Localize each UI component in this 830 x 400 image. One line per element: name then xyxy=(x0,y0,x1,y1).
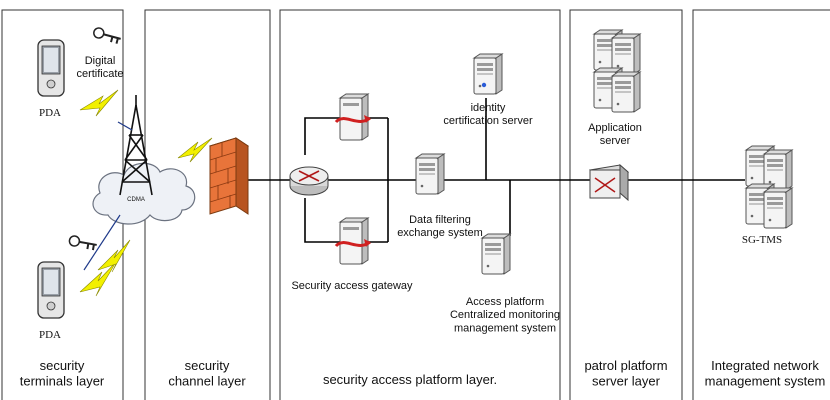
lightning-icon xyxy=(79,89,213,297)
key-icon xyxy=(90,19,123,53)
link-lines xyxy=(83,121,133,271)
access-platform-layer-box xyxy=(279,9,561,400)
nms-layer-box xyxy=(692,9,830,400)
pda-bottom-label: PDA xyxy=(39,329,61,341)
data-filtering-server-icon xyxy=(415,153,445,195)
cloud-icon xyxy=(92,162,196,225)
identity-server-badge xyxy=(481,82,487,88)
security-gateway-icon xyxy=(334,216,372,266)
connection-lines xyxy=(245,98,745,243)
switch-icon xyxy=(588,163,630,202)
sg-tms-server-icon xyxy=(745,145,793,229)
access-platform-server-icon xyxy=(481,233,511,275)
cdma-label: CDMA xyxy=(127,197,145,203)
access-platform-layer-title: security access platform layer. xyxy=(323,372,497,387)
security-gateway-icon xyxy=(334,92,372,142)
sg-tms-label: SG-TMS xyxy=(742,234,782,246)
pda-icon xyxy=(37,39,65,97)
router-icon xyxy=(289,166,329,196)
identity-server-icon xyxy=(473,53,503,95)
pda-icon xyxy=(37,261,65,319)
security-gateway-label: Security access gateway xyxy=(291,280,413,292)
key-icon xyxy=(66,226,99,260)
pda-top-label: PDA xyxy=(39,107,61,119)
application-server-icon xyxy=(593,29,641,113)
antenna-tower-icon xyxy=(119,95,153,196)
firewall-icon xyxy=(208,137,250,215)
patrol-layer-box xyxy=(569,9,683,400)
